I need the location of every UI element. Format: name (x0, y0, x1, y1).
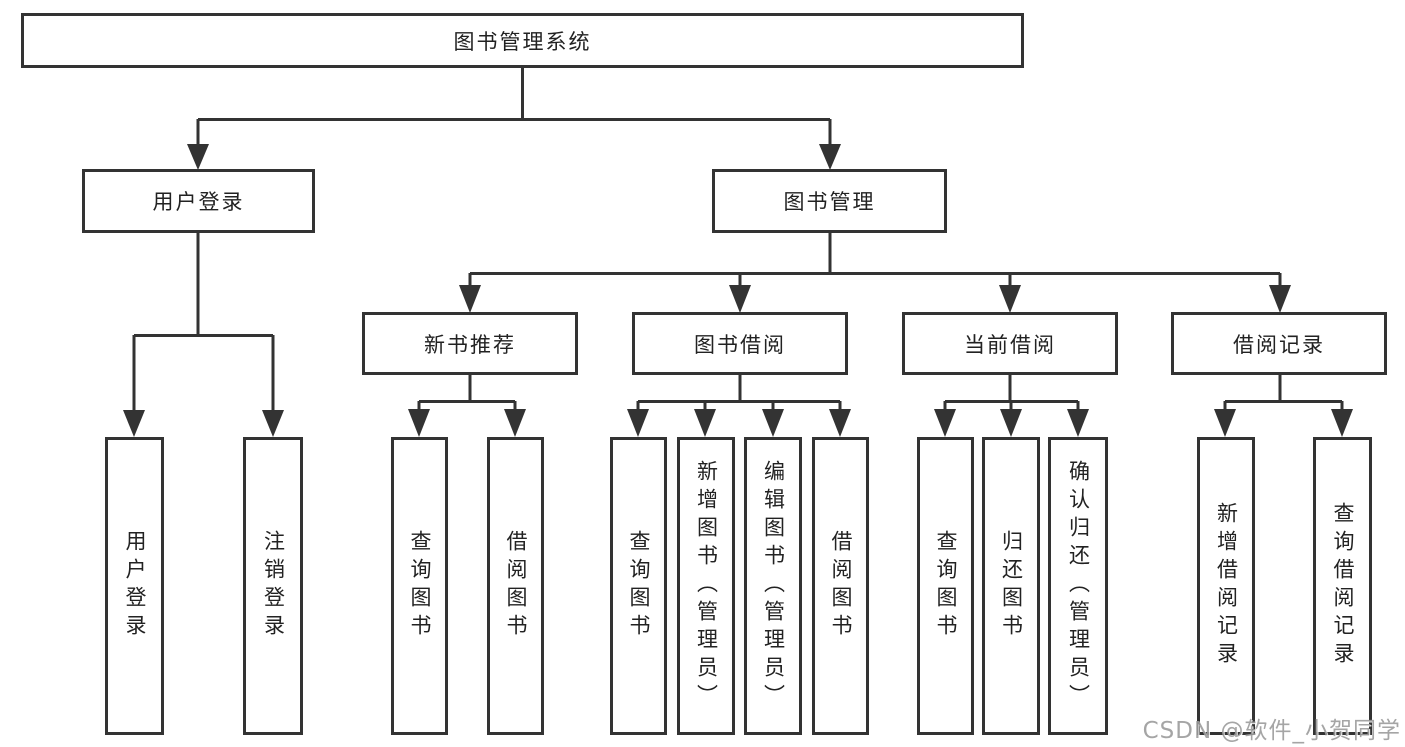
node-label: 用户登录 (152, 190, 245, 214)
node-label: 注销登录 (261, 530, 286, 642)
leaf-query-books-recommend: 查询图书 (391, 437, 448, 735)
node-root: 图书管理系统 (21, 13, 1024, 68)
node-label: 新书推荐 (424, 332, 516, 357)
arrowhead-icon (1331, 409, 1353, 437)
node-label: 新增借阅记录 (1214, 502, 1239, 670)
node-label: 编辑图书（管理员） (761, 460, 786, 712)
arrowhead-icon (262, 410, 284, 437)
leaf-query-borrow-record: 查询借阅记录 (1313, 437, 1372, 735)
leaf-query-books-current: 查询图书 (917, 437, 974, 735)
node-current-borrow: 当前借阅 (902, 312, 1118, 375)
leaf-user-login: 用户登录 (105, 437, 164, 735)
arrowhead-icon (762, 409, 784, 437)
node-label: 图书管理系统 (453, 29, 592, 54)
arrowhead-icon (1269, 285, 1291, 313)
node-label: 查询图书 (934, 530, 958, 642)
leaf-borrow-books: 借阅图书 (812, 437, 869, 735)
arrowhead-icon (504, 409, 526, 437)
arrowhead-icon (1214, 409, 1236, 437)
node-label: 借阅图书 (829, 530, 853, 642)
node-label: 用户登录 (123, 530, 147, 642)
node-label: 图书借阅 (694, 332, 786, 357)
arrowhead-icon (729, 285, 751, 313)
node-user-login: 用户登录 (82, 169, 315, 233)
arrowhead-icon (934, 409, 956, 437)
arrowhead-icon (459, 285, 481, 313)
leaf-borrow-books-recommend: 借阅图书 (487, 437, 544, 735)
arrowhead-icon (408, 409, 430, 437)
arrowhead-icon (999, 285, 1021, 313)
node-label: 当前借阅 (964, 332, 1056, 357)
arrowhead-icon (819, 144, 841, 170)
node-book-management: 图书管理 (712, 169, 947, 233)
arrowhead-icon (187, 144, 209, 170)
tree-edges (132, 68, 1344, 412)
arrowhead-icon (694, 409, 716, 437)
leaf-add-book-admin: 新增图书（管理员） (677, 437, 735, 735)
node-borrow-records: 借阅记录 (1171, 312, 1387, 375)
node-book-borrow: 图书借阅 (632, 312, 848, 375)
arrowhead-icon (1000, 409, 1022, 437)
arrowheads (123, 144, 1353, 437)
leaf-return-books: 归还图书 (982, 437, 1040, 735)
node-label: 借阅图书 (504, 530, 528, 642)
node-label: 图书管理 (783, 190, 876, 214)
watermark: CSDN @软件_小贺同学 (1142, 718, 1401, 744)
node-label: 查询借阅记录 (1331, 502, 1355, 670)
arrowhead-icon (829, 409, 851, 437)
leaf-add-borrow-record: 新增借阅记录 (1197, 437, 1255, 735)
leaf-edit-book-admin: 编辑图书（管理员） (744, 437, 802, 735)
arrowhead-icon (627, 409, 649, 437)
node-new-book-recommend: 新书推荐 (362, 312, 578, 375)
node-label: 查询图书 (408, 530, 432, 642)
leaf-confirm-return-admin: 确认归还（管理员） (1048, 437, 1108, 735)
node-label: 借阅记录 (1233, 332, 1325, 357)
node-label: 新增图书（管理员） (694, 460, 719, 712)
arrowhead-icon (123, 410, 145, 437)
leaf-query-books-borrow: 查询图书 (610, 437, 667, 735)
node-label: 查询图书 (627, 530, 651, 642)
node-label: 归还图书 (999, 530, 1024, 642)
leaf-logout: 注销登录 (243, 437, 303, 735)
node-label: 确认归还（管理员） (1066, 460, 1091, 712)
arrowhead-icon (1067, 409, 1089, 437)
